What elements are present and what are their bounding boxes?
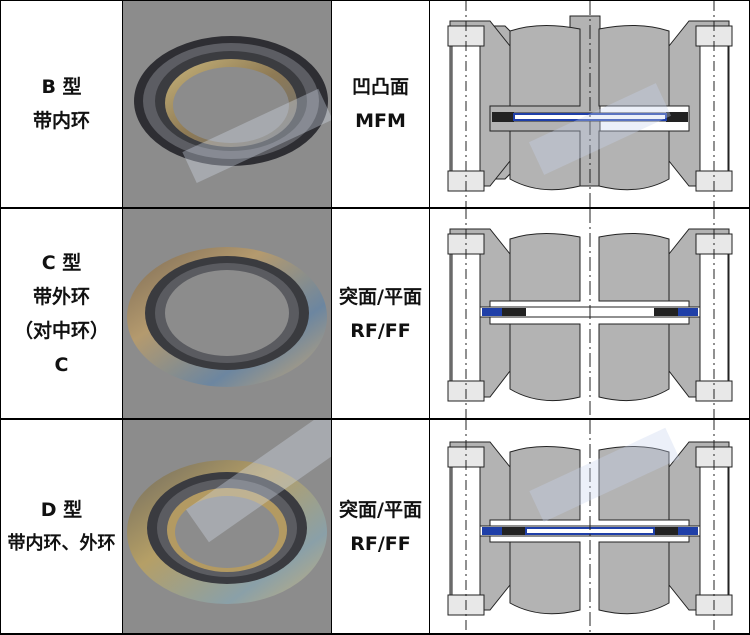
grid-col-divider-1 [122, 0, 123, 635]
type-desc: 带内环 [32, 110, 90, 132]
face-name: 凹凸面 [351, 76, 409, 98]
grid-border-top [0, 0, 750, 1]
grid-row-divider-2 [0, 418, 750, 420]
type-name: D 型 [40, 498, 83, 521]
face-code: RF/FF [350, 532, 411, 555]
flange-section-drawing-b [430, 1, 749, 207]
type-desc: 带外环 [32, 285, 90, 308]
face-label-rf-ff-d: 突面/平面 RF/FF [332, 420, 429, 633]
type-label-d: D 型 带内环、外环 [1, 420, 122, 633]
face-name: 突面/平面 [339, 498, 422, 521]
face-code: MFM [355, 110, 406, 132]
gasket-photo-c [123, 209, 331, 418]
grid-border-left [0, 0, 1, 635]
face-label-rf-ff-c: 突面/平面 RF/FF [332, 209, 429, 418]
type-label-c: C 型 带外环 （对中环） C [1, 209, 122, 418]
type-name: C 型 [41, 251, 82, 274]
gasket-photo-b [123, 1, 331, 207]
grid-col-divider-2 [331, 0, 332, 635]
face-name: 突面/平面 [339, 285, 422, 308]
type-desc: 带内环、外环 [7, 532, 116, 554]
face-code: RF/FF [350, 319, 411, 342]
grid-col-divider-3 [429, 0, 430, 635]
type-alias: （对中环） [13, 319, 109, 342]
gasket-photo-d [123, 420, 331, 633]
face-label-mfm: 凹凸面 MFM [332, 1, 429, 207]
type-code: C [54, 353, 69, 376]
grid-row-divider-1 [0, 207, 750, 209]
type-name: B 型 [41, 76, 82, 98]
type-label-b: B 型 带内环 [1, 1, 122, 207]
flange-section-drawing-d [430, 420, 749, 633]
grid-border-bottom [0, 633, 750, 635]
flange-section-drawing-c [430, 209, 749, 418]
